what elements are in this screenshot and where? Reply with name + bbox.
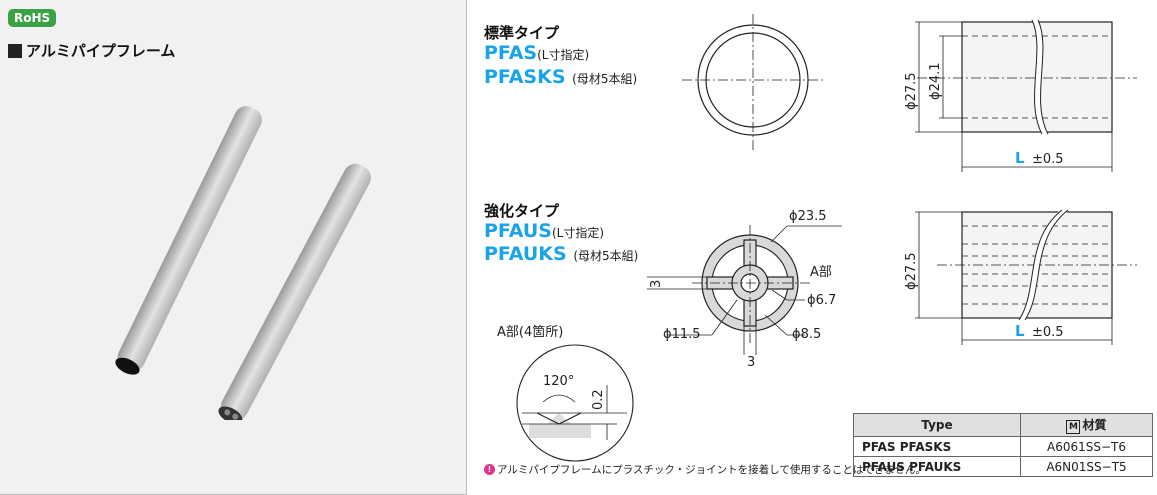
rohs-badge: RoHS <box>8 9 57 27</box>
header-type: Type <box>853 413 1021 437</box>
header-material-text: 材質 <box>1082 418 1107 432</box>
std-dia-outer-label: ϕ27.5 <box>904 72 919 110</box>
detail-title: A部(4箇所) <box>497 324 563 340</box>
row-type: PFAUS PFAUKS <box>853 456 1021 477</box>
pipe-photo <box>115 106 371 420</box>
table-row: PFAUS PFAUKS A6N01SS−T5 <box>853 456 1153 477</box>
depth-label: 0.2 <box>591 389 606 410</box>
reinforced-code-2: PFAUKS (母材5本組) <box>484 243 638 265</box>
dia-23-5-label: ϕ23.5 <box>789 209 827 224</box>
standard-cross-section <box>682 14 824 150</box>
standard-title: 標準タイプ <box>484 24 560 42</box>
std-length-tolerance: ±0.5 <box>1032 152 1064 167</box>
standard-code-1: PFAS(L寸指定) <box>484 42 589 64</box>
warning-icon: ! <box>484 464 495 475</box>
ref-length-label: L <box>1015 322 1025 340</box>
code-note: (L寸指定) <box>537 48 590 62</box>
code-note: (母材5本組) <box>572 72 638 86</box>
code-text: PFAUS <box>484 220 552 242</box>
technical-drawings: ϕ27.5 ϕ24.1 L ±0.5 ϕ23.5 <box>497 14 1137 462</box>
std-length-label: L <box>1015 149 1025 167</box>
warning-text: アルミパイプフレームにプラスチック・ジョイントを接着して使用することはできません… <box>497 464 927 476</box>
code-text: PFAS <box>484 42 538 64</box>
pipe-2 <box>218 163 371 420</box>
dia-11-5-label: ϕ11.5 <box>663 327 701 342</box>
dia-8-5-label: ϕ8.5 <box>792 327 821 342</box>
code-text: PFASKS <box>484 66 566 88</box>
detail-a-view <box>516 344 634 462</box>
angle-label: 120° <box>543 374 574 389</box>
product-photo-panel: RoHS アルミパイプフレーム <box>0 0 467 495</box>
reinforced-side-view <box>915 207 1137 345</box>
part-a-label: A部 <box>810 265 832 280</box>
ref-length-tolerance: ±0.5 <box>1032 325 1064 340</box>
standard-code-2: PFASKS (母材5本組) <box>484 66 637 88</box>
dia-6-7-label: ϕ6.7 <box>807 293 836 308</box>
pipe-1 <box>115 106 262 375</box>
code-note: (母材5本組) <box>573 249 639 263</box>
ref-dia-outer-label: ϕ27.5 <box>904 252 919 290</box>
material-icon: M <box>1066 420 1081 434</box>
dim-3-bottom-label: 3 <box>747 355 755 370</box>
table-row: PFAS PFASKS A6061SS−T6 <box>853 436 1153 457</box>
row-material: A6N01SS−T5 <box>1020 456 1153 477</box>
section-title: アルミパイプフレーム <box>8 40 175 61</box>
dim-3-left-label: 3 <box>649 280 664 288</box>
reinforced-title: 強化タイプ <box>484 202 560 220</box>
code-text: PFAUKS <box>484 243 567 265</box>
standard-side-view <box>915 18 1137 172</box>
heading-text: アルミパイプフレーム <box>26 42 176 60</box>
row-type: PFAS PFASKS <box>853 436 1021 457</box>
reinforced-cross-section <box>647 225 842 355</box>
code-note: (L寸指定) <box>551 226 605 240</box>
warning-note: ! アルミパイプフレームにプラスチック・ジョイントを接着して使用することはできま… <box>484 462 926 477</box>
reinforced-code-1: PFAUS(L寸指定) <box>484 220 604 242</box>
row-material: A6061SS−T6 <box>1020 436 1153 457</box>
std-dia-inner-label: ϕ24.1 <box>928 62 943 100</box>
square-bullet-icon <box>8 43 22 58</box>
